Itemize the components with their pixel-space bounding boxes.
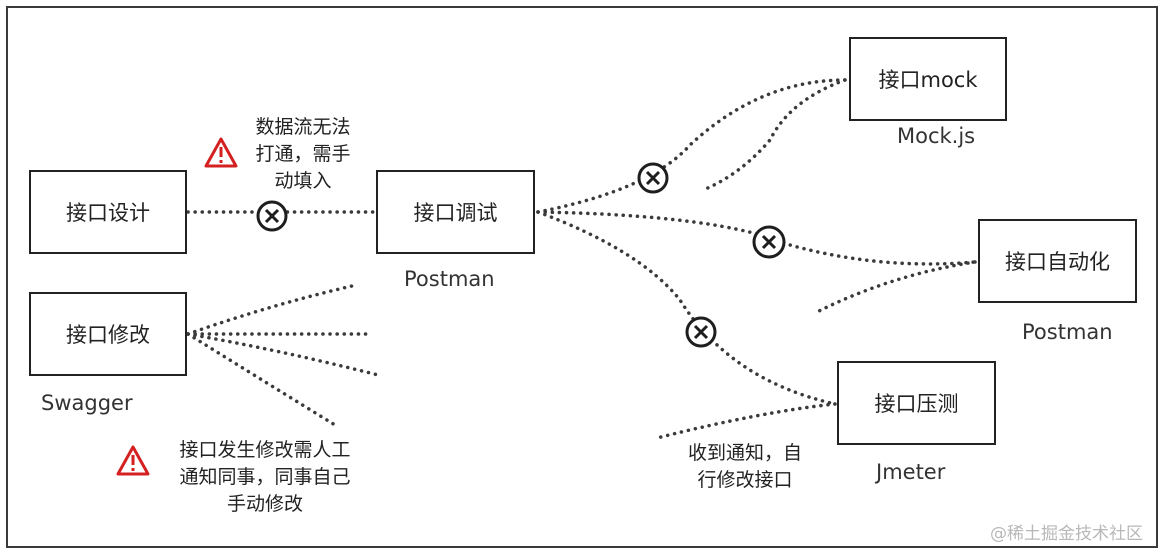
node-api-load-test: 接口压测	[837, 361, 996, 445]
node-api-mock: 接口mock	[849, 37, 1007, 121]
note-notify-line-1: 收到通知，自	[687, 442, 802, 464]
edge-mock-return	[701, 78, 847, 192]
edge-debug-mock	[536, 78, 847, 214]
edge-modify-fan-3	[186, 332, 380, 377]
node-api-modify: 接口修改	[29, 292, 187, 376]
edge-automation-return	[813, 260, 977, 315]
blocked-x-circle-icon	[685, 316, 717, 348]
note-dataflow-line-1: 数据流无法	[255, 116, 351, 138]
edge-debug-automation	[536, 210, 977, 266]
edge-debug-loadtest	[536, 210, 837, 406]
tool-label-postman-automation: Postman	[1022, 320, 1113, 344]
node-api-mock-label: 接口mock	[878, 68, 978, 92]
note-dataflow: 数据流无法 打通，需手 动填入	[240, 114, 366, 195]
node-api-debug: 接口调试	[376, 170, 535, 254]
watermark: @稀土掘金技术社区	[990, 524, 1143, 544]
diagram-frame	[6, 6, 1158, 548]
node-api-modify-label: 接口修改	[66, 323, 150, 347]
blocked-x-circle-icon	[637, 162, 669, 194]
blocked-x-circle-icon	[752, 225, 786, 259]
node-api-load-test-label: 接口压测	[874, 392, 959, 416]
tool-label-mockjs: Mock.js	[897, 124, 976, 148]
edge-loadtest-return	[655, 402, 837, 440]
tool-label-postman-debug: Postman	[404, 267, 495, 291]
note-modify-line-2: 通知同事，同事自己	[179, 466, 351, 488]
node-api-automation-label: 接口自动化	[1005, 250, 1110, 274]
blocked-x-circle-icon	[256, 200, 288, 232]
node-api-design-label: 接口设计	[66, 201, 150, 225]
warning-triangle-icon	[116, 445, 150, 476]
node-api-debug-label: 接口调试	[413, 201, 498, 225]
note-notify: 收到通知，自 行修改接口	[672, 440, 818, 494]
note-dataflow-line-2: 打通，需手	[255, 143, 351, 165]
node-api-automation: 接口自动化	[978, 219, 1137, 303]
note-modify-line-3: 手动修改	[226, 493, 303, 515]
note-modify-line-1: 接口发生修改需人工	[179, 439, 351, 461]
node-api-design: 接口设计	[29, 170, 187, 254]
warning-triangle-icon	[204, 137, 238, 168]
tool-label-jmeter: Jmeter	[876, 460, 946, 484]
note-modify: 接口发生修改需人工 通知同事，同事自己 手动修改	[155, 437, 375, 518]
blocked-markers	[256, 162, 786, 348]
edge-modify-fan-1	[186, 284, 354, 336]
tool-label-swagger: Swagger	[41, 391, 133, 415]
edge-modify-fan-4	[186, 332, 337, 427]
note-dataflow-line-3: 动填入	[274, 170, 332, 192]
note-notify-line-2: 行修改接口	[697, 469, 793, 491]
